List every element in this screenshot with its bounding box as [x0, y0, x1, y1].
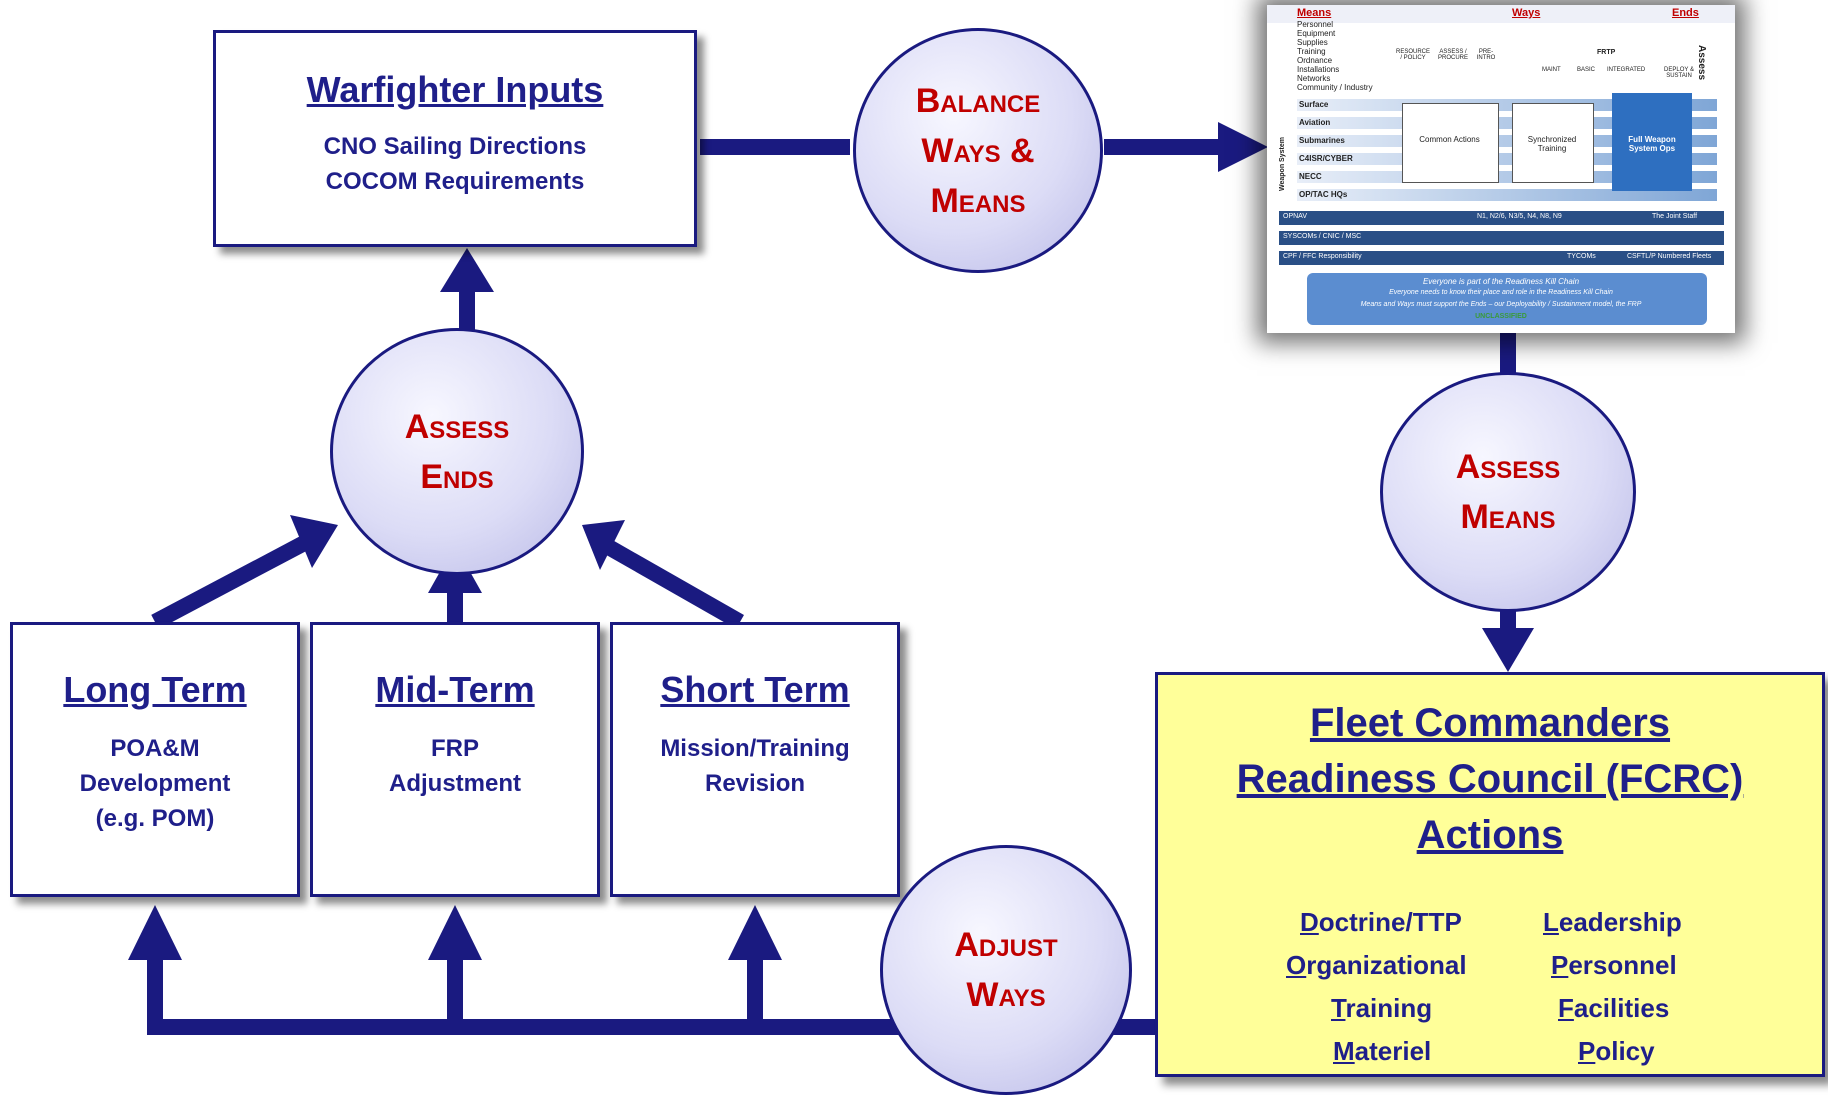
inset-row: C4ISR/CYBER	[1299, 154, 1353, 163]
fcrc-actions-box: Fleet Commanders Readiness Council (FCRC…	[1155, 672, 1825, 1077]
inset-col: INTEGRATED	[1607, 67, 1646, 73]
inset-means-header: Means	[1297, 7, 1332, 19]
inset-means-item: Training	[1297, 47, 1326, 56]
arrowhead-long-to-ends	[290, 515, 338, 568]
fcrc-action-doctrine: Doctrine/TTP	[1300, 907, 1462, 937]
inset-band-right: CSFTL/P Numbered Fleets	[1627, 253, 1712, 260]
assess-means-label: Assess Means	[1455, 448, 1561, 536]
inset-band-left: SYSCOMs / CNIC / MSC	[1283, 233, 1362, 240]
assess-means-circle: Assess Means	[1380, 372, 1636, 612]
inset-band-right: The Joint Staff	[1652, 213, 1698, 220]
inset-means-item: Equipment	[1297, 29, 1336, 38]
inset-box-common-label: Common Actions	[1419, 135, 1480, 144]
arrow-short-to-ends	[601, 538, 744, 629]
inset-band-mid: TYCOMs	[1567, 253, 1596, 260]
fcrc-title-line: Fleet Commanders	[1309, 701, 1671, 745]
inset-row: Submarines	[1299, 136, 1345, 145]
warfighter-title: Warfighter Inputs	[306, 69, 604, 110]
arrowhead-right	[1218, 122, 1268, 172]
inset-col: ASSESS / PROCURE	[1437, 49, 1468, 61]
balance-ways-means-circle: Balance Ways & Means	[853, 28, 1103, 273]
inset-box-common	[1402, 103, 1499, 183]
inset-row: Surface	[1299, 100, 1329, 109]
inset-note-panel	[1307, 273, 1707, 325]
long-term-line: POA&M	[110, 735, 200, 762]
inset-band	[1279, 251, 1724, 265]
inset-weapon-system: Weapon System	[1279, 137, 1286, 191]
inset-box-sync-label: Synchronized Training	[1527, 135, 1577, 153]
short-term-title: Short Term	[660, 669, 850, 710]
mid-term-line: FRP	[431, 735, 479, 762]
adjust-ways-circle: Adjust Ways	[880, 845, 1132, 1095]
short-term-line: Mission/Training	[660, 735, 850, 762]
inset-col: BASIC	[1577, 67, 1596, 73]
inset-col: MAINT	[1542, 67, 1561, 73]
mid-term-title: Mid-Term	[375, 669, 535, 710]
inset-band	[1279, 231, 1724, 245]
arrowhead-short-to-ends	[582, 520, 625, 570]
arrowhead-up-warfighter	[440, 248, 494, 292]
balance-label: Balance Ways & Means	[915, 81, 1041, 220]
inset-note: Means and Ways must support the Ends – o…	[1360, 301, 1642, 308]
long-term-line: Development	[79, 770, 231, 797]
inset-box-full-label: Full Weapon System Ops	[1628, 135, 1676, 153]
inset-means-item: Community / Industry	[1297, 83, 1373, 92]
inset-row: Aviation	[1299, 118, 1331, 127]
long-term-box: Long Term POA&M Development (e.g. POM)	[10, 622, 300, 897]
inset-means-item: Installations	[1297, 65, 1340, 74]
inset-means-item: Supplies	[1297, 38, 1328, 47]
inset-means-item: Ordnance	[1297, 56, 1333, 65]
fcrc-title-line: Readiness Council (FCRC)	[1236, 757, 1744, 801]
arrowhead-down-fcrc	[1482, 628, 1534, 672]
arrow-long-to-ends	[151, 532, 314, 630]
inset-means-item: Networks	[1297, 74, 1331, 83]
fcrc-action-policy: Policy	[1578, 1036, 1655, 1066]
fcrc-action-leadership: Leadership	[1543, 907, 1682, 937]
readiness-kill-chain-inset: Means Ways Ends Assess Personnel Equipme…	[1267, 5, 1735, 333]
inset-note: Everyone is part of the Readiness Kill C…	[1422, 277, 1580, 286]
warfighter-line-1: CNO Sailing Directions	[323, 133, 587, 160]
inset-col: PRE-INTRO	[1476, 49, 1496, 61]
mid-term-box: Mid-Term FRP Adjustment	[310, 622, 600, 897]
arrowhead-up-short	[728, 905, 782, 960]
inset-box-sync	[1512, 103, 1594, 183]
inset-col: RESOURCE / POLICY	[1395, 49, 1430, 61]
fcrc-action-facilities: Facilities	[1558, 993, 1670, 1023]
inset-box-full	[1612, 93, 1692, 191]
inset-row: OP/TAC HQs	[1299, 190, 1348, 199]
fcrc-action-organizational: Organizational	[1286, 950, 1467, 980]
inset-band	[1279, 211, 1724, 225]
inset-row: NECC	[1299, 172, 1322, 181]
fcrc-action-personnel: Personnel	[1551, 950, 1677, 980]
inset-col: DEPLOY & SUSTAIN	[1664, 67, 1694, 79]
inset-note: Everyone needs to know their place and r…	[1389, 289, 1613, 296]
assess-ends-label: Assess Ends	[404, 407, 510, 496]
long-term-title: Long Term	[63, 669, 247, 710]
inset-footer: UNCLASSIFIED	[1475, 313, 1527, 320]
inset-band-left: OPNAV	[1283, 213, 1307, 220]
inset-ways-header: Ways	[1512, 7, 1541, 19]
inset-band-left: CPF / FFC Responsibility	[1283, 253, 1362, 260]
inset-ends-header: Ends	[1672, 7, 1699, 19]
arrowhead-up-mid	[428, 905, 482, 960]
fcrc-action-materiel: Materiel	[1333, 1036, 1432, 1066]
long-term-line: (e.g. POM)	[95, 805, 215, 832]
fcrc-action-training: Training	[1331, 993, 1433, 1023]
short-term-box: Short Term Mission/Training Revision	[610, 622, 900, 897]
inset-col: FRTP	[1597, 49, 1616, 56]
mid-term-line: Adjustment	[389, 770, 521, 797]
adjust-ways-label: Adjust Ways	[954, 926, 1058, 1014]
arrowhead-up-long	[128, 905, 182, 960]
inset-means-item: Personnel	[1297, 20, 1334, 29]
short-term-line: Revision	[704, 770, 806, 797]
warfighter-inputs-box: Warfighter Inputs CNO Sailing Directions…	[213, 30, 697, 247]
inset-band-mid: N1, N2/6, N3/5, N4, N8, N9	[1477, 213, 1562, 220]
fcrc-title-line: Actions	[1416, 813, 1564, 857]
warfighter-line-2: COCOM Requirements	[325, 168, 585, 195]
assess-ends-circle: Assess Ends	[330, 328, 584, 575]
